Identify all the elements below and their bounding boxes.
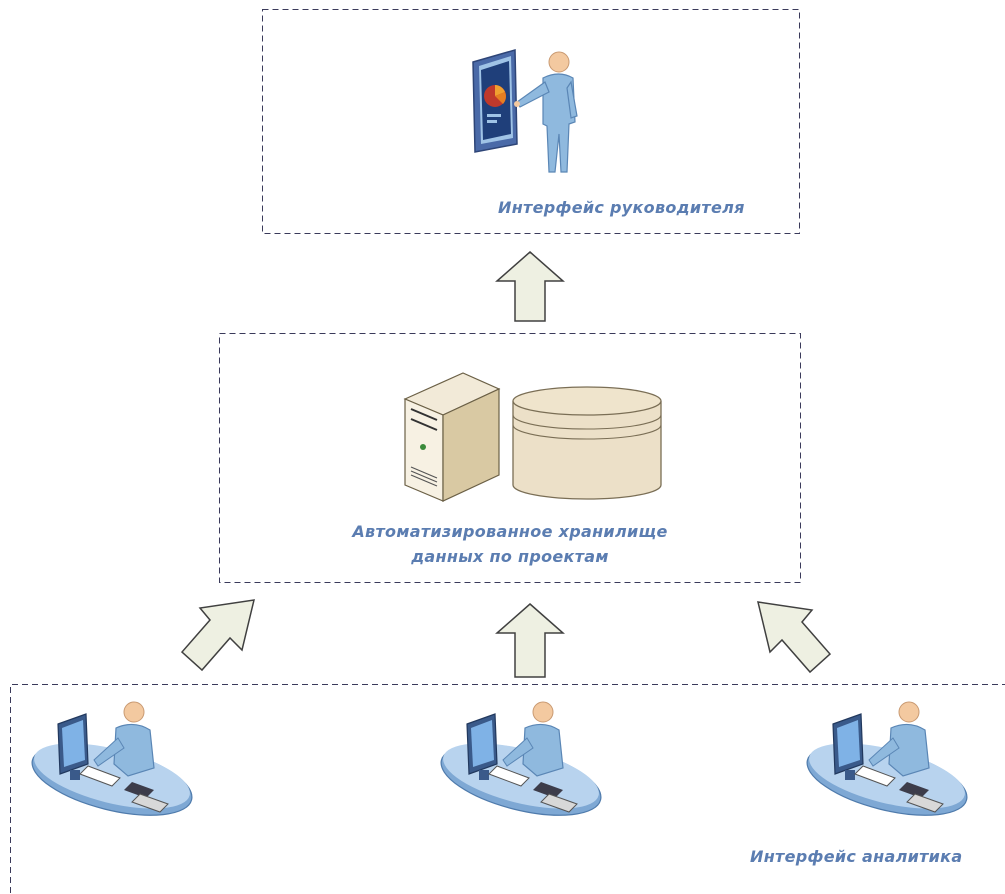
manager-interface-label: Интерфейс руководителя	[498, 198, 745, 217]
analyst-workstation-icon	[31, 701, 193, 816]
data-storage-box: Автоматизированное хранилище данных по п…	[219, 333, 801, 583]
server-icon	[403, 372, 501, 502]
arrow-up-center	[495, 603, 565, 678]
arrow-up-to-manager	[495, 251, 565, 322]
analyst-workstation-icon	[806, 701, 968, 816]
database-icon	[512, 386, 662, 500]
analyst-workstation-icon	[440, 701, 602, 816]
data-storage-label: Автоматизированное хранилище данных по п…	[219, 519, 801, 569]
analyst-interface-label: Интерфейс аналитика	[750, 847, 963, 866]
dashed-frame	[262, 9, 800, 234]
arrow-diagonal-left	[180, 599, 255, 672]
presenter-icon	[472, 49, 578, 173]
arrow-diagonal-right	[757, 601, 832, 674]
data-storage-label-line1: Автоматизированное хранилище	[352, 522, 668, 541]
data-storage-label-line2: данных по проектам	[411, 547, 609, 566]
analyst-interface-box: Интерфейс аналитика	[10, 684, 1005, 894]
dashed-frame	[219, 333, 801, 583]
dashed-frame	[10, 684, 1005, 893]
manager-interface-box: Интерфейс руководителя	[262, 9, 800, 234]
